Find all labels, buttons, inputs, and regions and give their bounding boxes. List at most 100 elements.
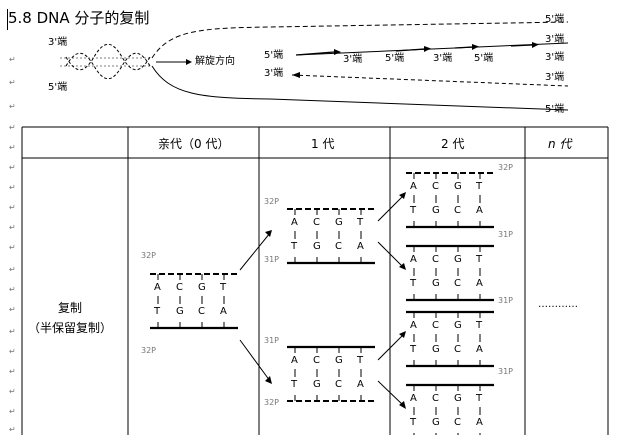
page-title: 5.8 DNA 分子的复制 — [8, 9, 150, 27]
base-bottom-g1a-3: A — [357, 241, 364, 252]
base-top-g1a-0: A — [291, 217, 298, 228]
fork-direction-label: 解旋方向 — [195, 56, 235, 67]
base-bottom-g1b-0: T — [291, 379, 298, 390]
fork-seg-label-4: 3'端 — [433, 53, 453, 64]
dna-strands — [150, 172, 494, 435]
p32-g1b: 32P — [264, 398, 280, 407]
base-top-g2b-1: C — [432, 254, 439, 265]
base-bottom-g2b-1: G — [432, 278, 440, 289]
n-gen-ellipsis: ………… — [538, 299, 578, 310]
base-bottom-p0-2: C — [198, 306, 205, 317]
paragraph-mark: ↵ — [9, 347, 16, 356]
hydrogen-bonds — [157, 195, 481, 415]
base-bottom-g2a-1: G — [432, 205, 440, 216]
paragraph-mark: ↵ — [9, 387, 16, 396]
base-bottom-g2c-3: A — [476, 344, 483, 355]
base-bottom-g1a-0: T — [291, 241, 298, 252]
base-top-g2c-2: G — [454, 320, 462, 331]
base-bottom-g2d-1: G — [432, 417, 440, 428]
p32-g2a: 32P — [498, 163, 514, 172]
base-top-g1a-3: T — [357, 217, 364, 228]
base-top-g2c-0: A — [410, 320, 417, 331]
base-bottom-g1b-2: C — [335, 379, 342, 390]
paragraph-mark: ↵ — [9, 243, 16, 252]
base-bottom-g1b-3: A — [357, 379, 364, 390]
p32-parent-top: 32P — [141, 251, 157, 260]
p31-g2a: 31P — [498, 230, 514, 239]
base-top-g1a-1: C — [313, 217, 320, 228]
base-top-g1a-2: G — [335, 217, 343, 228]
base-top-g2d-3: T — [476, 393, 483, 404]
base-top-g2b-3: T — [476, 254, 483, 265]
fork-seg-label-3: 5'端 — [385, 53, 405, 64]
base-bottom-g2b-0: T — [410, 278, 417, 289]
base-top-g2d-1: C — [432, 393, 439, 404]
paragraph-mark: ↵ — [9, 265, 16, 274]
fork-right-label-1: 5'端 — [545, 14, 565, 25]
paragraph-mark: ↵ — [9, 163, 16, 172]
paragraph-mark: ↵ — [9, 203, 16, 212]
base-bottom-g1a-2: C — [335, 241, 342, 252]
fork-right-label-4: 5'端 — [545, 104, 565, 115]
p31-g2c: 31P — [498, 367, 514, 376]
fork-seg-label-bottom: 3'端 — [264, 68, 284, 79]
base-bottom-g2d-3: A — [476, 417, 483, 428]
base-top-g1b-2: G — [335, 355, 343, 366]
base-bottom-g2a-2: C — [454, 205, 461, 216]
base-bottom-g2a-3: A — [476, 205, 483, 216]
paragraph-mark: ↵ — [9, 327, 16, 336]
base-top-g2a-1: C — [432, 181, 439, 192]
base-top-g2c-3: T — [476, 320, 483, 331]
base-bottom-g2b-2: C — [454, 278, 461, 289]
row-label-semiconservative: （半保留复制） — [28, 321, 113, 335]
paragraph-mark: ↵ — [9, 305, 16, 314]
base-top-g2d-0: A — [410, 393, 417, 404]
base-top-g1b-1: C — [313, 355, 320, 366]
base-bottom-g2c-2: C — [454, 344, 461, 355]
fork-seg-label-2: 3'端 — [343, 54, 363, 65]
base-top-g2c-1: C — [432, 320, 439, 331]
base-top-g2d-2: G — [454, 393, 462, 404]
fork-label-left-top: 3'端 — [48, 37, 68, 48]
p31-g1b: 31P — [264, 336, 280, 345]
base-top-g2a-3: T — [476, 181, 483, 192]
base-bottom-g2d-2: C — [454, 417, 461, 428]
paragraph-mark: ↵ — [9, 407, 16, 416]
base-top-p0-0: A — [154, 282, 161, 293]
p32-g1a: 32P — [264, 197, 280, 206]
base-top-g2a-2: G — [454, 181, 462, 192]
paragraph-mark: ↵ — [9, 123, 16, 132]
p32-parent-bottom: 32P — [141, 346, 157, 355]
fork-right-label-2: 3'端 — [545, 52, 565, 63]
text-cursor — [7, 9, 8, 30]
fork-seg-label-6: 3'端 — [545, 34, 565, 45]
paragraph-mark: ↵ — [9, 425, 16, 434]
paragraph-mark: ↵ — [9, 55, 16, 64]
fork-seg-label-1: 5'端 — [264, 50, 284, 61]
base-bottom-g2c-1: G — [432, 344, 440, 355]
base-top-g2a-0: A — [410, 181, 417, 192]
row-label-replication: 复制 — [58, 301, 83, 315]
header-gen1: 1 代 — [311, 137, 335, 151]
base-bottom-g2c-0: T — [410, 344, 417, 355]
base-bottom-g2d-0: T — [410, 417, 417, 428]
paragraph-mark: ↵ — [9, 367, 16, 376]
fork-label-left-bottom: 5'端 — [48, 82, 68, 93]
header-parent: 亲代（0 代） — [158, 137, 230, 151]
generation-arrows — [239, 194, 405, 407]
base-top-g2b-0: A — [410, 254, 417, 265]
base-bottom-g1b-1: G — [313, 379, 321, 390]
table-grid — [21, 126, 609, 435]
base-bottom-p0-3: A — [220, 306, 227, 317]
base-top-p0-1: C — [176, 282, 183, 293]
base-bottom-p0-0: T — [154, 306, 161, 317]
base-top-p0-3: T — [220, 282, 227, 293]
base-bottom-p0-1: G — [176, 306, 184, 317]
base-top-g1b-3: T — [357, 355, 364, 366]
header-genn: n 代 — [548, 137, 572, 151]
base-top-g2b-2: G — [454, 254, 462, 265]
p31-g1a: 31P — [264, 255, 280, 264]
base-bottom-g2a-0: T — [410, 205, 417, 216]
paragraph-mark: ↵ — [9, 143, 16, 152]
